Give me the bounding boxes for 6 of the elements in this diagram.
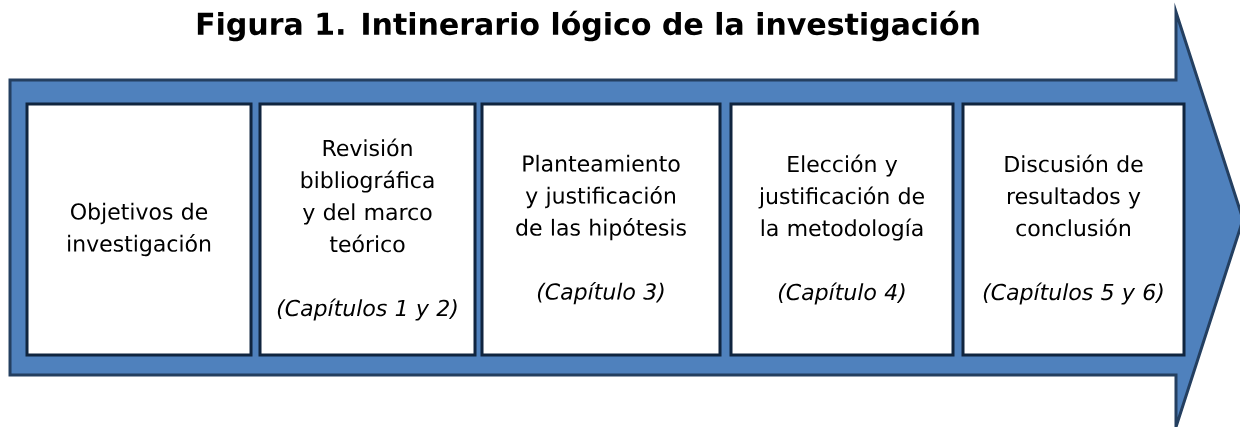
process-box: Elección y justificación de la metodología (Capítulo 4) <box>729 102 955 357</box>
process-box: Objetivos de investigación <box>25 102 253 357</box>
process-box: Planteamiento y justificación de las hipótesis (Capítulo 3) <box>480 102 722 357</box>
process-box: Revisión bibliográfica y del marco teórico (Capítulos 1 y 2) <box>258 102 477 357</box>
process-box: Discusión de resultados y conclusión (Capítulos 5 y 6) <box>961 102 1186 357</box>
title: Figura 1. Intinerario lógico de la investigación <box>197 10 979 42</box>
